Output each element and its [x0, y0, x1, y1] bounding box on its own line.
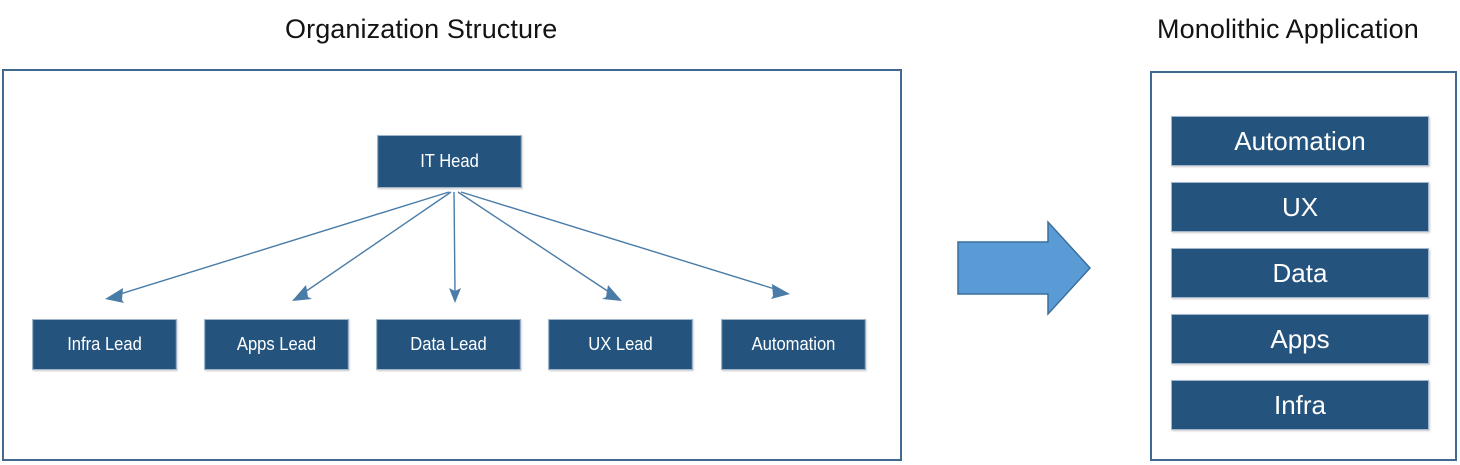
- node-automation-lead-label: Automation: [751, 334, 836, 354]
- page-title-monolithic-application: Monolithic Application: [1157, 14, 1419, 44]
- node-automation-lead[interactable]: Automation: [721, 319, 866, 370]
- node-apps-lead[interactable]: Apps Lead: [204, 319, 349, 370]
- monolith-layer-ux[interactable]: UX: [1171, 182, 1429, 232]
- node-it-head-label: IT Head: [420, 151, 479, 171]
- page-title-organization-structure: Organization Structure: [285, 14, 558, 44]
- monolith-layer-apps-label: Apps: [1270, 323, 1330, 354]
- node-ux-lead[interactable]: UX Lead: [548, 319, 693, 370]
- monolith-layer-ux-label: UX: [1281, 191, 1319, 222]
- monolith-layer-infra-label: Infra: [1273, 389, 1327, 420]
- monolith-layer-apps[interactable]: Apps: [1171, 314, 1429, 364]
- node-data-lead-label: Data Lead: [410, 334, 487, 354]
- monolith-layer-data-label: Data: [1272, 257, 1328, 288]
- node-infra-lead[interactable]: Infra Lead: [32, 319, 177, 370]
- monolith-layer-automation-label: Automation: [1234, 125, 1366, 156]
- monolith-layer-data[interactable]: Data: [1171, 248, 1429, 298]
- node-ux-lead-label: UX Lead: [588, 334, 653, 354]
- transform-arrow-right-icon: [957, 220, 1092, 316]
- monolith-layer-automation[interactable]: Automation: [1171, 116, 1429, 166]
- node-apps-lead-label: Apps Lead: [236, 334, 317, 354]
- node-it-head[interactable]: IT Head: [377, 135, 522, 188]
- organization-structure-panel: [2, 69, 902, 461]
- monolith-layer-infra[interactable]: Infra: [1171, 380, 1429, 430]
- node-data-lead[interactable]: Data Lead: [376, 319, 521, 370]
- node-infra-lead-label: Infra Lead: [67, 334, 142, 354]
